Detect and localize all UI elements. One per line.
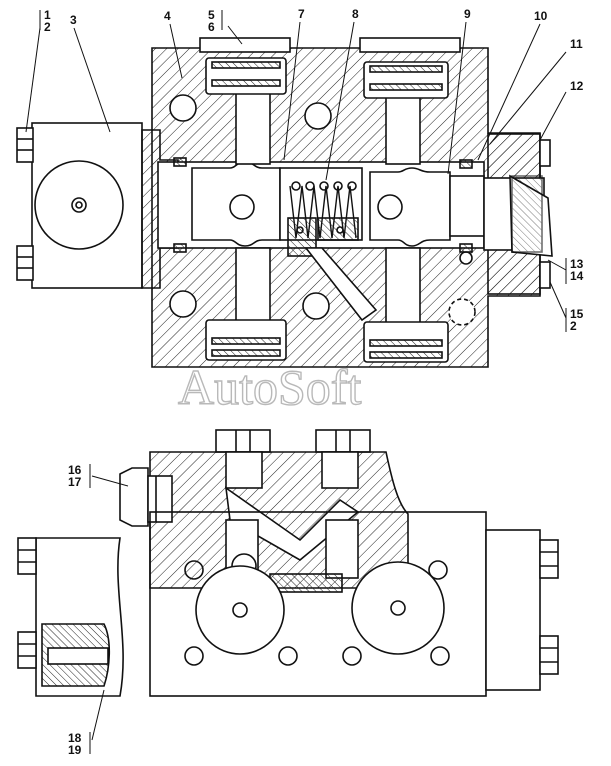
lower-housing-section bbox=[149, 451, 409, 589]
callout-18: 18 bbox=[68, 731, 82, 745]
solenoid-cap-left bbox=[31, 122, 143, 289]
port-channel-right-top bbox=[385, 89, 421, 165]
callout-labels: 1 2 3 4 5 6 7 8 9 10 11 12 13 14 15 2 16… bbox=[44, 7, 584, 757]
callout-4: 4 bbox=[164, 9, 171, 23]
solenoid-disc bbox=[34, 160, 124, 250]
callout-2: 2 bbox=[44, 20, 51, 34]
spool bbox=[191, 161, 281, 247]
mount-hole bbox=[448, 298, 476, 326]
port-channel-left-top bbox=[235, 89, 271, 165]
mount-hole bbox=[169, 94, 197, 122]
mount-hole bbox=[304, 102, 332, 130]
callout-15: 15 bbox=[570, 307, 584, 321]
poppet bbox=[369, 167, 451, 247]
callout-16: 16 bbox=[68, 463, 82, 477]
callout-10: 10 bbox=[534, 9, 548, 23]
callout-8: 8 bbox=[352, 7, 359, 21]
callout-7: 7 bbox=[298, 7, 305, 21]
callout-12: 12 bbox=[570, 79, 584, 93]
callout-13: 13 bbox=[570, 257, 584, 271]
port-disc-left bbox=[195, 565, 285, 655]
callout-6: 6 bbox=[208, 20, 215, 34]
callout-17: 17 bbox=[68, 475, 82, 489]
port-channel-right-bottom bbox=[385, 247, 421, 329]
callout-19: 19 bbox=[68, 743, 82, 757]
callout-9: 9 bbox=[464, 7, 471, 21]
callout-5: 5 bbox=[208, 8, 215, 22]
bottom-external-view bbox=[17, 429, 559, 697]
top-section-view bbox=[16, 37, 553, 368]
mount-hole bbox=[302, 292, 330, 320]
callout-1: 1 bbox=[44, 8, 51, 22]
fitting-nut-left bbox=[215, 429, 271, 453]
callout-11: 11 bbox=[570, 37, 583, 51]
cap-screw-lower bbox=[16, 245, 34, 281]
port-disc-right bbox=[351, 561, 445, 655]
port-channel-left-bottom bbox=[235, 247, 271, 329]
solenoid-center-bolt bbox=[71, 197, 87, 213]
top-port-fitting-right bbox=[359, 37, 461, 53]
cap-screw-upper bbox=[16, 127, 34, 163]
watermark: AutoSoft bbox=[178, 359, 361, 415]
leader-lines bbox=[25, 10, 567, 754]
callout-14: 14 bbox=[570, 269, 584, 283]
callout-15-sub: 2 bbox=[570, 319, 577, 333]
side-plug bbox=[119, 467, 149, 527]
mount-hole bbox=[169, 290, 197, 318]
right-end-cap-plan bbox=[485, 529, 541, 691]
top-port-fitting-left bbox=[199, 37, 291, 53]
fitting-nut-right bbox=[315, 429, 371, 453]
callout-3: 3 bbox=[70, 13, 77, 27]
